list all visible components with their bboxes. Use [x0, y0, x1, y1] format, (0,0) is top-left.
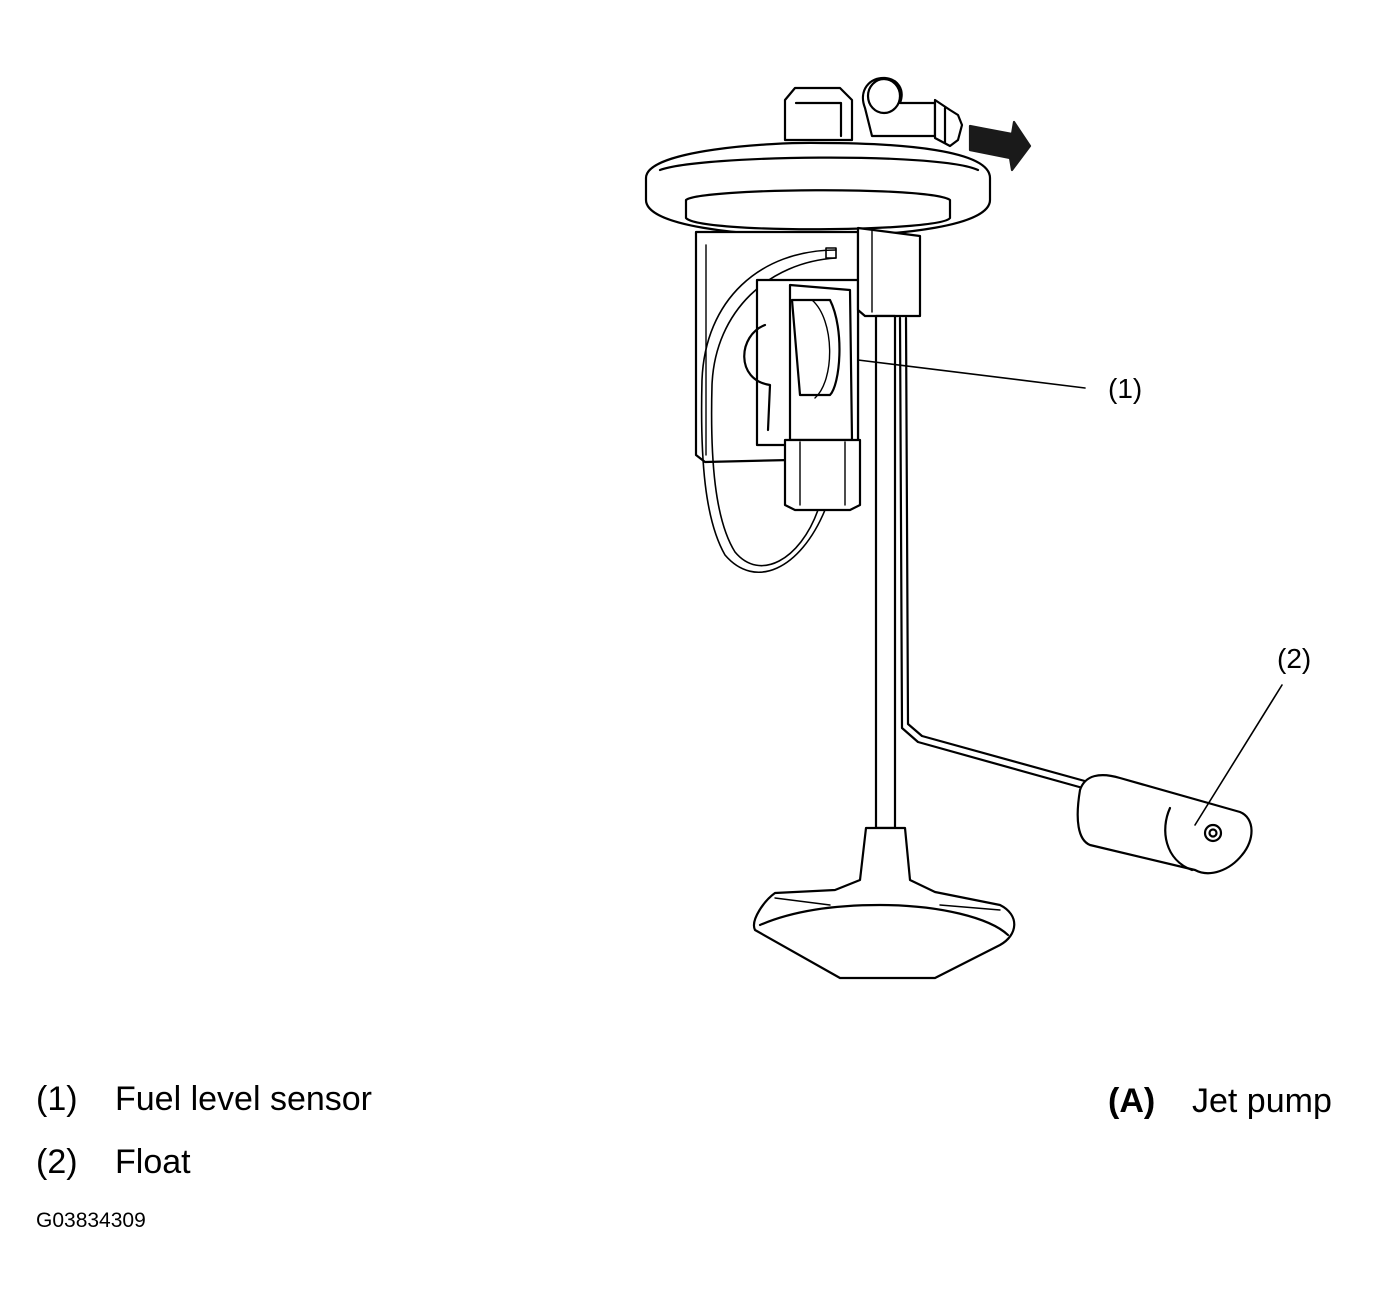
outlet-pipe	[861, 76, 964, 148]
leader-line-2	[1194, 684, 1283, 826]
flange-plate	[644, 141, 992, 238]
legend-a-key: (A)	[1108, 1082, 1156, 1120]
flow-direction-arrow	[968, 120, 1032, 172]
float	[1076, 774, 1253, 875]
leader-line-1	[857, 359, 1086, 389]
legend-item-1-text: Fuel level sensor	[115, 1080, 373, 1118]
legend-item-2-text: Float	[115, 1143, 191, 1181]
guide-block	[856, 226, 922, 318]
jet-pump	[752, 826, 1016, 980]
vertical-pipe	[874, 314, 897, 830]
top-connector	[783, 86, 854, 142]
leader-lines	[857, 359, 1283, 826]
legend-item-2-num: (2)	[36, 1143, 78, 1181]
fuel-level-sensor	[743, 278, 862, 512]
callout-2: (2)	[1277, 643, 1312, 674]
float-arm	[898, 316, 1094, 792]
figure-id: G03834309	[36, 1209, 146, 1232]
legend-item-1-num: (1)	[36, 1080, 78, 1118]
callout-1: (1)	[1108, 373, 1143, 404]
legend-a-text: Jet pump	[1192, 1082, 1332, 1120]
